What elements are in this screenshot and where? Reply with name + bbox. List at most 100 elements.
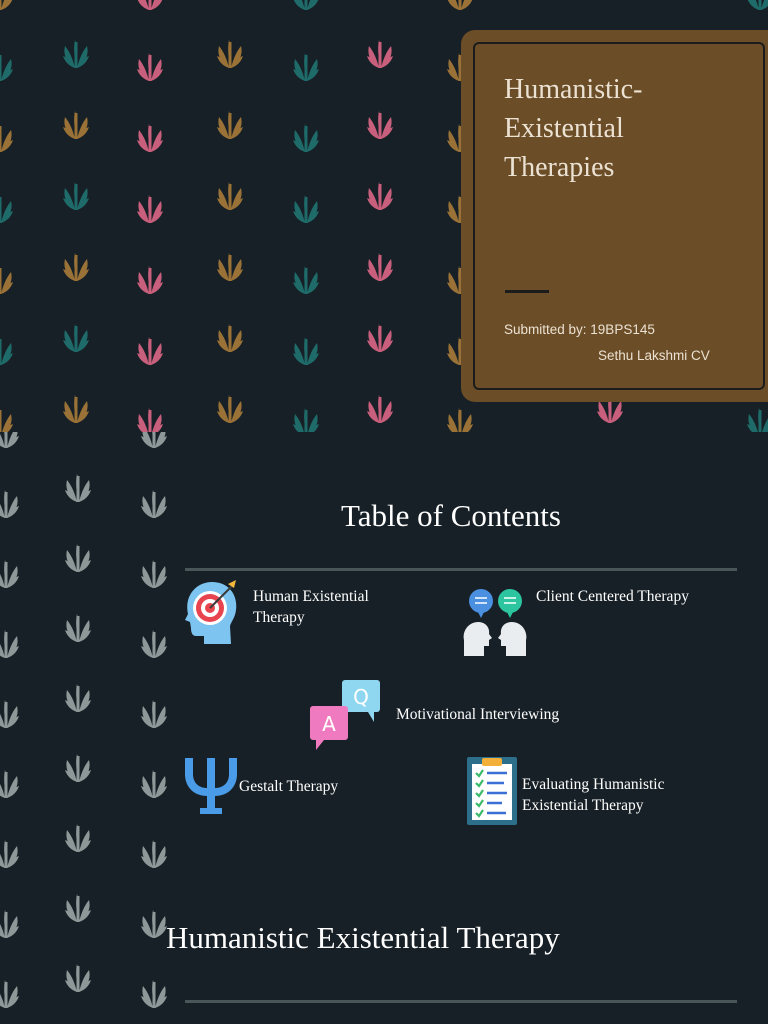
leaf-motif [0, 432, 19, 448]
leaf-motif [0, 490, 19, 518]
leaf-motif [367, 40, 393, 68]
title-card-frame [473, 42, 765, 390]
leaf-motif [217, 40, 243, 68]
leaf-motif [63, 111, 89, 139]
leaf-motif [0, 0, 13, 10]
svg-text:Q: Q [353, 685, 369, 709]
leaf-motif [447, 408, 473, 432]
toc-item-gestalt-therapy[interactable]: Gestalt Therapy [182, 754, 382, 816]
toc-item-label: Human Existential [253, 588, 369, 605]
leaf-motif [141, 770, 167, 798]
leaf-motif [293, 53, 319, 81]
leaf-motif [0, 410, 13, 432]
title-slide[interactable]: Humanistic- Existential Therapies Submit… [0, 0, 768, 432]
toc-heading: Table of Contents [341, 498, 561, 533]
leaf-motif [293, 0, 319, 10]
leaf-motif [137, 124, 163, 152]
section-heading: Humanistic Existential Therapy [166, 920, 560, 955]
leaf-motif [747, 0, 768, 10]
leaf-motif [217, 111, 243, 139]
leaf-motif [0, 700, 19, 728]
leaf-motif [65, 964, 91, 992]
qa-bubbles-icon: Q A [310, 680, 380, 750]
leaf-motif [0, 55, 13, 81]
toc-item-label: Motivational Interviewing [396, 706, 560, 723]
leaf-pattern-background [0, 432, 167, 1008]
contents-slide[interactable]: Table of Contents Human Existential Ther… [0, 432, 768, 1024]
leaf-motif [141, 910, 167, 938]
two-heads-chat-icon [463, 589, 527, 656]
leaf-motif [141, 432, 167, 448]
title-card: Humanistic- Existential Therapies Submit… [461, 30, 768, 402]
toc-item-label: Therapy [253, 609, 305, 626]
leaf-motif [63, 395, 89, 423]
toc-item-label: Gestalt Therapy [239, 778, 339, 795]
submitted-by-text: Submitted by: 19BPS145 [504, 322, 655, 337]
leaf-motif [137, 53, 163, 81]
leaf-motif [65, 614, 91, 642]
leaf-motif [63, 40, 89, 68]
leaf-motif [367, 324, 393, 352]
leaf-motif [65, 684, 91, 712]
leaf-motif [293, 408, 319, 432]
toc-item-label: Client Centered Therapy [536, 588, 689, 605]
leaf-motif [747, 408, 768, 432]
leaf-motif [65, 544, 91, 572]
toc-item-human-existential-therapy[interactable]: Human Existential Therapy [182, 578, 422, 648]
leaf-motif [141, 490, 167, 518]
toc-item-label: Evaluating Humanistic [522, 776, 665, 793]
leaf-motif [0, 630, 19, 658]
leaf-motif [0, 560, 19, 588]
leaf-motif [367, 111, 393, 139]
leaf-motif [0, 197, 13, 223]
toc-item-client-centered-therapy[interactable]: Client Centered Therapy [460, 588, 720, 660]
leaf-motif [65, 474, 91, 502]
leaf-motif [0, 770, 19, 798]
leaf-motif [63, 182, 89, 210]
leaf-motif [137, 0, 163, 10]
leaf-motif [141, 700, 167, 728]
leaf-motif [137, 195, 163, 223]
toc-divider [185, 568, 737, 571]
leaf-motif [0, 268, 13, 294]
presentation-title: Humanistic- Existential Therapies [504, 70, 724, 187]
psi-symbol-icon [185, 758, 237, 814]
leaf-motif [217, 395, 243, 423]
title-line: Existential [504, 113, 624, 144]
leaf-motif [63, 324, 89, 352]
leaf-motif [367, 182, 393, 210]
leaf-motif [293, 337, 319, 365]
toc-item-motivational-interviewing[interactable]: Q A Motivational Interviewing [308, 678, 588, 752]
toc-item-evaluating-humanistic-existential-therapy[interactable]: Evaluating Humanistic Existential Therap… [466, 756, 726, 826]
leaf-motif [0, 910, 19, 938]
leaf-motif [137, 408, 163, 432]
leaf-motif [137, 337, 163, 365]
leaf-motif [0, 339, 13, 365]
leaf-motif [141, 840, 167, 868]
leaf-motif [367, 395, 393, 423]
leaf-motif [65, 824, 91, 852]
leaf-motif [447, 0, 473, 10]
title-line: Humanistic- [504, 74, 643, 105]
leaf-motif [141, 560, 167, 588]
leaf-motif [141, 630, 167, 658]
leaf-motif [293, 124, 319, 152]
leaf-motif [141, 980, 167, 1008]
leaf-motif [217, 253, 243, 281]
leaf-motif [293, 266, 319, 294]
toc-item-label: Existential Therapy [522, 797, 644, 814]
leaf-motif [0, 980, 19, 1008]
leaf-motif [367, 253, 393, 281]
leaf-motif [65, 894, 91, 922]
leaf-motif [293, 195, 319, 223]
title-line: Therapies [504, 152, 615, 183]
section-divider [185, 1000, 737, 1003]
head-target-icon [185, 580, 237, 644]
leaf-motif [0, 840, 19, 868]
leaf-motif [137, 266, 163, 294]
leaf-motif [65, 754, 91, 782]
leaf-motif [63, 253, 89, 281]
leaf-motif [217, 182, 243, 210]
checklist-clipboard-icon [467, 757, 517, 825]
svg-text:A: A [322, 712, 336, 736]
